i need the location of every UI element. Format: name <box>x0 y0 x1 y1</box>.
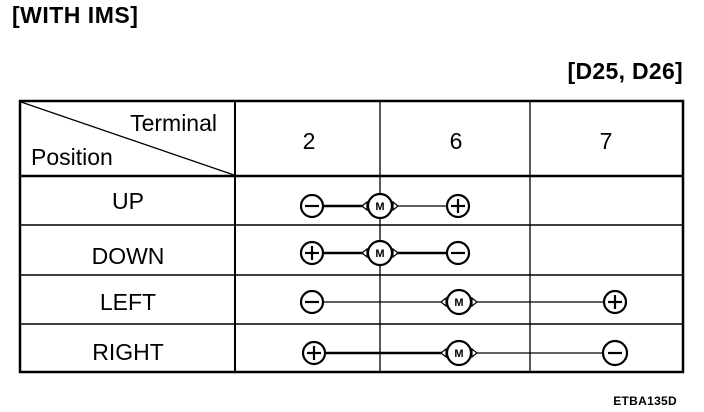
terminal-header-7: 7 <box>600 128 613 154</box>
table-frame <box>18 99 685 374</box>
minus-icon <box>601 339 629 367</box>
circuit-row-left: M <box>299 288 628 316</box>
row-position-down: DOWN <box>92 243 165 269</box>
figure-code: ETBA135D <box>613 394 677 408</box>
minus-icon <box>299 289 325 315</box>
motor-icon: M <box>361 239 399 267</box>
plus-icon <box>602 289 628 315</box>
motor-label: M <box>454 297 463 309</box>
terminal-header-6: 6 <box>450 128 463 154</box>
motor-label: M <box>375 201 384 213</box>
header-terminal-label: Terminal <box>130 110 217 136</box>
header-position-label: Position <box>31 144 113 170</box>
row-position-up: UP <box>112 188 144 214</box>
diagram-title: [WITH IMS] <box>12 2 139 28</box>
row-position-left: LEFT <box>100 289 156 315</box>
plus-icon <box>299 240 325 266</box>
terminal-header-2: 2 <box>303 128 316 154</box>
minus-icon <box>445 240 471 266</box>
plus-icon <box>445 193 471 219</box>
row-position-right: RIGHT <box>92 339 164 365</box>
connector-label: [D25, D26] <box>567 58 683 84</box>
plus-icon <box>301 340 327 366</box>
motor-icon: M <box>440 339 478 367</box>
motor-icon: M <box>361 192 399 220</box>
circuit-row-down: M <box>299 239 471 267</box>
minus-icon <box>299 193 325 219</box>
motor-label: M <box>454 348 463 360</box>
circuit-row-right: M <box>301 339 629 367</box>
motor-label: M <box>375 248 384 260</box>
circuit-row-up: M <box>299 192 471 220</box>
header-diagonal <box>20 101 235 176</box>
motor-icon: M <box>440 288 478 316</box>
